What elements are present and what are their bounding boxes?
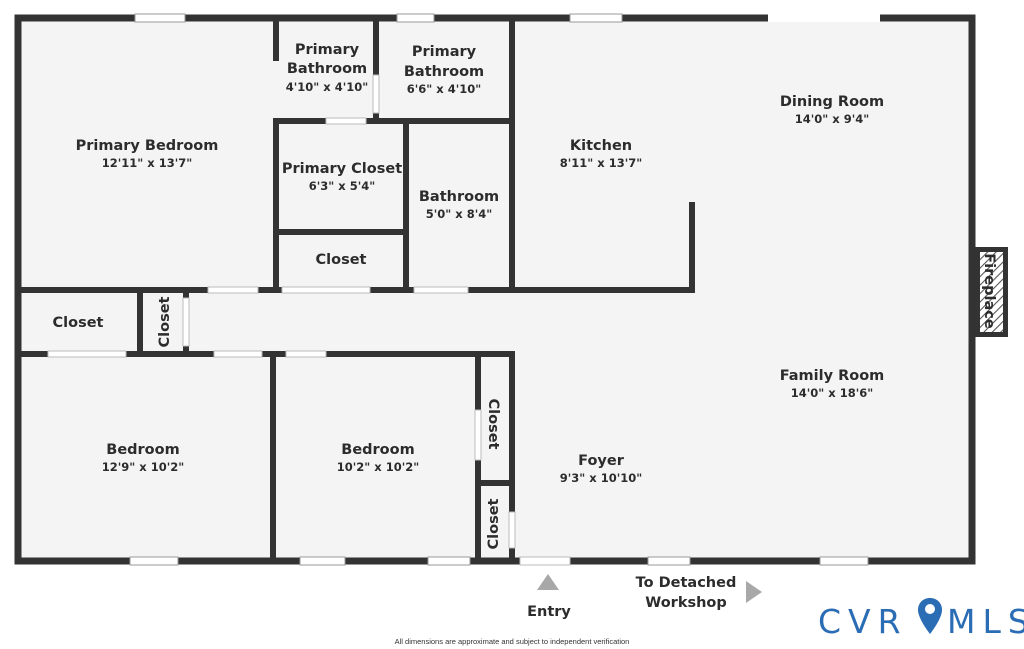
room-name-bedroom-mid: Bedroom (341, 442, 414, 458)
room-name-family-room: Family Room (780, 368, 885, 384)
windows (129, 13, 880, 566)
disclaimer-note: All dimensions are approximate and subje… (395, 637, 630, 646)
room-dim-primary-bathroom-1: 4'10" x 4'10" (286, 80, 368, 94)
room-name-fireplace: Fireplace (981, 253, 997, 329)
workshop-arrow-icon (746, 581, 762, 603)
room-name-bathroom: Bathroom (419, 189, 499, 205)
door-openings (47, 74, 571, 566)
room-name-primary-bathroom-2-line1: Primary (412, 44, 477, 60)
logo-text-left: CVR (818, 602, 908, 641)
logo-text-right: MLS (947, 602, 1024, 641)
room-dim-dining-room: 14'0" x 9'4" (795, 112, 869, 126)
room-name-primary-bathroom-1-line1: Primary (295, 42, 360, 58)
entry-arrow-icon (537, 574, 559, 590)
fireplace (975, 247, 1008, 337)
room-dim-primary-bedroom: 12'11" x 13'7" (102, 156, 192, 170)
room-name-closet-bedroom-1: Closet (485, 399, 501, 450)
map-pin-icon (918, 598, 942, 634)
room-name-kitchen: Kitchen (570, 138, 632, 154)
room-name-closet-center: Closet (316, 252, 367, 268)
room-dim-primary-bathroom-2: 6'6" x 4'10" (407, 82, 481, 96)
room-name-closet-bedroom-2: Closet (486, 498, 502, 549)
room-dim-family-room: 14'0" x 18'6" (791, 386, 873, 400)
cvrmls-logo: CVR MLS (818, 598, 1024, 641)
room-name-closet-hall: Closet (53, 315, 104, 331)
room-name-dining-room: Dining Room (780, 94, 884, 110)
room-dim-bedroom-left: 12'9" x 10'2" (102, 460, 184, 474)
entry-label: Entry (527, 604, 571, 620)
room-name-closet-hall-small: Closet (157, 296, 173, 347)
workshop-label-line1: To Detached (636, 575, 737, 591)
room-name-primary-closet: Primary Closet (282, 161, 402, 177)
room-name-primary-bathroom-1-line2: Bathroom (287, 61, 367, 77)
room-dim-foyer: 9'3" x 10'10" (560, 471, 642, 485)
room-dim-bedroom-mid: 10'2" x 10'2" (337, 460, 419, 474)
workshop-label-line2: Workshop (645, 595, 727, 611)
room-dim-primary-closet: 6'3" x 5'4" (309, 179, 375, 193)
room-name-primary-bathroom-2-line2: Bathroom (404, 64, 484, 80)
room-dim-bathroom: 5'0" x 8'4" (426, 207, 492, 221)
room-dim-kitchen: 8'11" x 13'7" (560, 156, 642, 170)
room-name-bedroom-left: Bedroom (106, 442, 179, 458)
room-name-foyer: Foyer (578, 453, 625, 469)
room-name-primary-bedroom: Primary Bedroom (76, 138, 219, 154)
